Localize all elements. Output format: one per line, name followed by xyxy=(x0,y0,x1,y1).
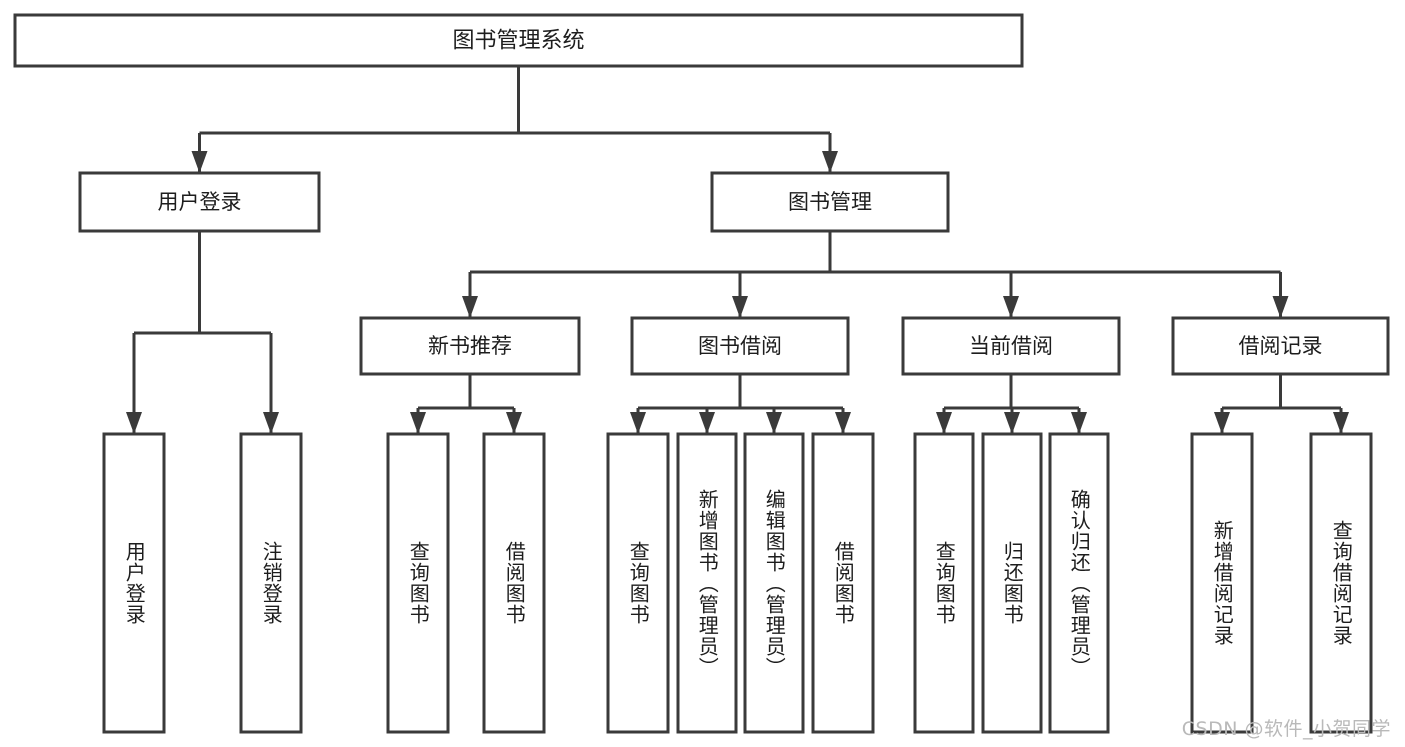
arrow-head-down xyxy=(410,412,426,434)
node-leaf-l2-2-1[interactable] xyxy=(981,432,1043,734)
node-level2-2-label: 当前借阅 xyxy=(969,334,1053,358)
arrow-head-down xyxy=(630,412,646,434)
node-level2-2[interactable]: 当前借阅 xyxy=(901,316,1121,376)
node-level1-0-label: 用户登录 xyxy=(158,190,242,214)
node-root-label: 图书管理系统 xyxy=(452,29,584,54)
arrow-head-down xyxy=(1004,412,1020,434)
node-leaf-l2-0-1-rect[interactable] xyxy=(482,432,546,734)
arrow-head-down xyxy=(1003,296,1019,318)
node-leaf-l2-1-3-rect[interactable] xyxy=(811,432,875,734)
node-leaf-l2-3-1[interactable] xyxy=(1309,432,1373,734)
arrow-head-down xyxy=(1071,412,1087,434)
node-leaf-l2-1-1[interactable] xyxy=(676,432,738,734)
node-leaf-l1-0-1[interactable] xyxy=(239,432,303,734)
node-leaf-l2-2-2-rect[interactable] xyxy=(1048,432,1110,734)
node-root-rect[interactable] xyxy=(13,13,1024,68)
node-root[interactable]: 图书管理系统 xyxy=(13,13,1024,68)
node-leaf-l2-3-0-rect[interactable] xyxy=(1190,432,1254,734)
arrow-head-down xyxy=(699,412,715,434)
watermark-text: CSDN @软件_小贺同学 xyxy=(1181,718,1391,740)
node-level2-1-rect[interactable] xyxy=(630,316,850,376)
arrow-head-down xyxy=(766,412,782,434)
node-leaf-l2-0-1[interactable] xyxy=(482,432,546,734)
node-leaf-l2-3-1-rect[interactable] xyxy=(1309,432,1373,734)
node-level1-0[interactable]: 用户登录 xyxy=(78,171,321,233)
node-leaf-l2-2-0[interactable] xyxy=(913,432,975,734)
node-level2-1-label: 图书借阅 xyxy=(698,334,782,358)
arrow-head-down xyxy=(462,296,478,318)
node-level1-1-label: 图书管理 xyxy=(788,190,872,214)
arrow-head-down xyxy=(506,412,522,434)
node-leaf-l2-1-0[interactable] xyxy=(606,432,670,734)
arrow-head-down xyxy=(835,412,851,434)
node-level2-3-label: 借阅记录 xyxy=(1239,334,1323,358)
node-leaf-l1-0-0[interactable] xyxy=(102,432,166,734)
node-leaf-l2-0-0-rect[interactable] xyxy=(386,432,450,734)
node-leaf-l2-1-1-rect[interactable] xyxy=(676,432,738,734)
arrow-head-down xyxy=(1214,412,1230,434)
node-leaf-l2-1-0-rect[interactable] xyxy=(606,432,670,734)
node-leaf-l2-1-2-rect[interactable] xyxy=(743,432,805,734)
arrow-head-down xyxy=(126,412,142,434)
arrow-head-down xyxy=(191,151,208,173)
arrow-head-down xyxy=(1333,412,1349,434)
arrow-head-down xyxy=(732,296,748,318)
node-level2-0-rect[interactable] xyxy=(359,316,581,376)
node-level2-3-rect[interactable] xyxy=(1171,316,1390,376)
node-level2-0[interactable]: 新书推荐 xyxy=(359,316,581,376)
node-leaf-l2-1-3[interactable] xyxy=(811,432,875,734)
arrow-head-down xyxy=(1272,296,1289,318)
node-leaf-l2-3-0[interactable] xyxy=(1190,432,1254,734)
node-leaf-l2-2-1-rect[interactable] xyxy=(981,432,1043,734)
node-leaf-l2-0-0[interactable] xyxy=(386,432,450,734)
node-leaf-l2-1-2[interactable] xyxy=(743,432,805,734)
node-leaf-l2-2-0-rect[interactable] xyxy=(913,432,975,734)
node-leaf-l2-2-2[interactable] xyxy=(1048,432,1110,734)
node-level2-1[interactable]: 图书借阅 xyxy=(630,316,850,376)
node-level2-0-label: 新书推荐 xyxy=(428,334,512,358)
arrow-head-down xyxy=(936,412,952,434)
node-level1-1[interactable]: 图书管理 xyxy=(710,171,950,233)
arrow-head-down xyxy=(263,412,279,434)
node-level2-3[interactable]: 借阅记录 xyxy=(1171,316,1390,376)
node-level2-2-rect[interactable] xyxy=(901,316,1121,376)
node-leaf-l1-0-1-rect[interactable] xyxy=(239,432,303,734)
node-leaf-l1-0-0-rect[interactable] xyxy=(102,432,166,734)
arrow-head-down xyxy=(822,151,838,173)
node-level1-1-rect[interactable] xyxy=(710,171,950,233)
